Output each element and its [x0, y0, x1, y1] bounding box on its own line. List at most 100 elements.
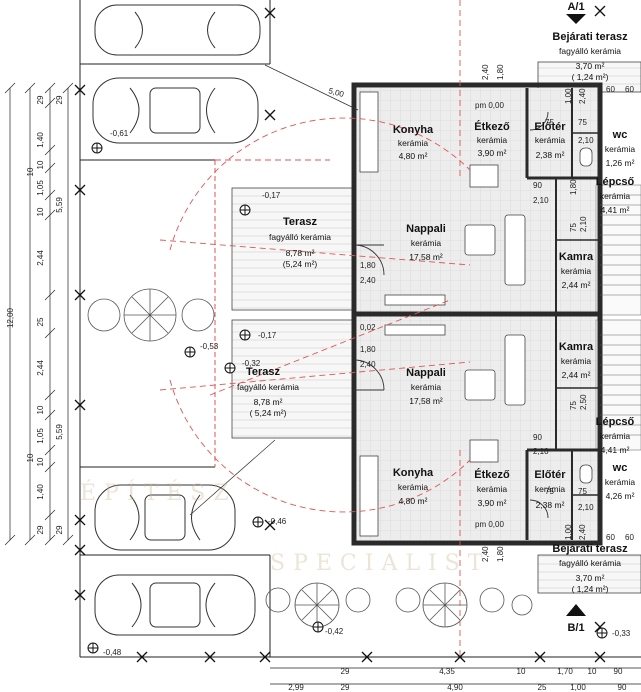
svg-text:29: 29 — [341, 683, 350, 692]
svg-text:29: 29 — [36, 95, 45, 104]
stair-area-top — [595, 184, 641, 316]
svg-text:1,40: 1,40 — [36, 132, 45, 148]
svg-text:-0,46: -0,46 — [268, 517, 287, 526]
svg-text:1,80: 1,80 — [496, 64, 505, 80]
svg-text:kerámia: kerámia — [561, 356, 592, 366]
svg-text:90: 90 — [533, 181, 542, 190]
wc-fixture — [579, 147, 593, 167]
svg-text:29: 29 — [55, 95, 64, 104]
svg-text:Terasz: Terasz — [283, 216, 318, 228]
car-2 — [92, 77, 259, 144]
svg-text:kerámia: kerámia — [600, 431, 631, 441]
car-3 — [94, 484, 236, 551]
svg-text:60: 60 — [625, 533, 634, 542]
svg-text:2,10: 2,10 — [533, 196, 549, 205]
svg-text:5,59: 5,59 — [55, 424, 64, 440]
svg-text:1,00: 1,00 — [564, 524, 573, 540]
svg-text:2,44: 2,44 — [36, 250, 45, 266]
svg-text:2,10: 2,10 — [578, 136, 594, 145]
svg-text:60: 60 — [606, 85, 615, 94]
svg-text:2,40: 2,40 — [360, 360, 376, 369]
svg-text:1,40: 1,40 — [36, 484, 45, 500]
svg-text:17,58 m²: 17,58 m² — [409, 252, 443, 262]
svg-text:fagyálló kerámia: fagyálló kerámia — [237, 382, 299, 392]
svg-text:8,78 m²: 8,78 m² — [254, 397, 283, 407]
inner-dimension-labels: 5,00 1,80 2,40 1,80 2,40 2,40 1,80 2,40 … — [327, 64, 634, 562]
kitchen-counter — [359, 91, 379, 173]
svg-text:kerámia: kerámia — [398, 138, 429, 148]
svg-text:SPECIALIST: SPECIALIST — [270, 551, 490, 576]
dining-table — [469, 164, 499, 188]
svg-text:10: 10 — [588, 667, 597, 676]
svg-text:1,80: 1,80 — [496, 546, 505, 562]
svg-text:Bejárati terasz: Bejárati terasz — [552, 31, 628, 43]
svg-text:-0,33: -0,33 — [612, 629, 631, 638]
svg-text:wc: wc — [612, 129, 628, 141]
svg-text:pm 0,00: pm 0,00 — [475, 101, 504, 110]
svg-text:60: 60 — [606, 533, 615, 542]
entry-terrace-bottom — [537, 554, 641, 594]
svg-text:3,90 m²: 3,90 m² — [478, 148, 507, 158]
svg-text:4,41 m²: 4,41 m² — [601, 445, 630, 455]
svg-text:( 1,24 m²): ( 1,24 m²) — [572, 584, 609, 594]
svg-text:2,40: 2,40 — [481, 546, 490, 562]
svg-text:wc: wc — [612, 462, 628, 474]
walls — [351, 82, 603, 546]
svg-text:-0,17: -0,17 — [258, 331, 277, 340]
svg-text:4,80 m²: 4,80 m² — [399, 151, 428, 161]
sofa — [504, 214, 526, 286]
stairs — [600, 194, 641, 436]
svg-text:( 1,24 m²): ( 1,24 m²) — [572, 72, 609, 82]
svg-text:3,70 m²: 3,70 m² — [576, 573, 605, 583]
parked-cars — [92, 4, 261, 636]
svg-text:2,40: 2,40 — [578, 524, 587, 540]
svg-text:12,00: 12,00 — [6, 307, 15, 328]
svg-text:90: 90 — [618, 683, 627, 692]
svg-text:10: 10 — [26, 167, 35, 176]
svg-text:kerámia: kerámia — [535, 484, 566, 494]
svg-text:kerámia: kerámia — [398, 482, 429, 492]
terrace-top — [231, 187, 355, 311]
left-dimension-lines — [4, 82, 74, 546]
armchair — [464, 224, 496, 256]
svg-text:pm 0,00: pm 0,00 — [475, 520, 504, 529]
svg-text:10: 10 — [36, 405, 45, 414]
svg-text:29: 29 — [341, 667, 350, 676]
bottom-dimension-labels: 29 4,35 10 1,70 10 90 2,99 29 4,90 25 1,… — [288, 667, 627, 692]
dining-table — [469, 439, 499, 463]
svg-text:17,58 m²: 17,58 m² — [409, 396, 443, 406]
svg-text:5,00: 5,00 — [327, 86, 345, 99]
svg-text:0,02: 0,02 — [360, 323, 376, 332]
svg-text:Előtér: Előtér — [534, 469, 566, 481]
svg-text:Bejárati terasz: Bejárati terasz — [552, 543, 628, 555]
svg-text:kerámia: kerámia — [477, 484, 508, 494]
svg-text:4,35: 4,35 — [439, 667, 455, 676]
svg-text:fagyálló kerámia: fagyálló kerámia — [559, 46, 621, 56]
svg-text:kerámia: kerámia — [411, 382, 442, 392]
svg-text:Terasz: Terasz — [246, 366, 281, 378]
svg-text:2,10: 2,10 — [578, 503, 594, 512]
construction-lines — [159, 0, 471, 657]
svg-text:10: 10 — [36, 457, 45, 466]
svg-text:-0,42: -0,42 — [325, 627, 344, 636]
svg-text:8,78 m²: 8,78 m² — [286, 248, 315, 258]
sofa — [504, 334, 526, 406]
svg-text:2,50: 2,50 — [579, 394, 588, 410]
svg-text:kerámia: kerámia — [535, 135, 566, 145]
svg-text:2,40: 2,40 — [360, 276, 376, 285]
svg-text:-0,48: -0,48 — [103, 648, 122, 657]
svg-text:-0,32: -0,32 — [242, 359, 261, 368]
svg-text:1,80: 1,80 — [360, 345, 376, 354]
tv-unit — [384, 324, 446, 336]
